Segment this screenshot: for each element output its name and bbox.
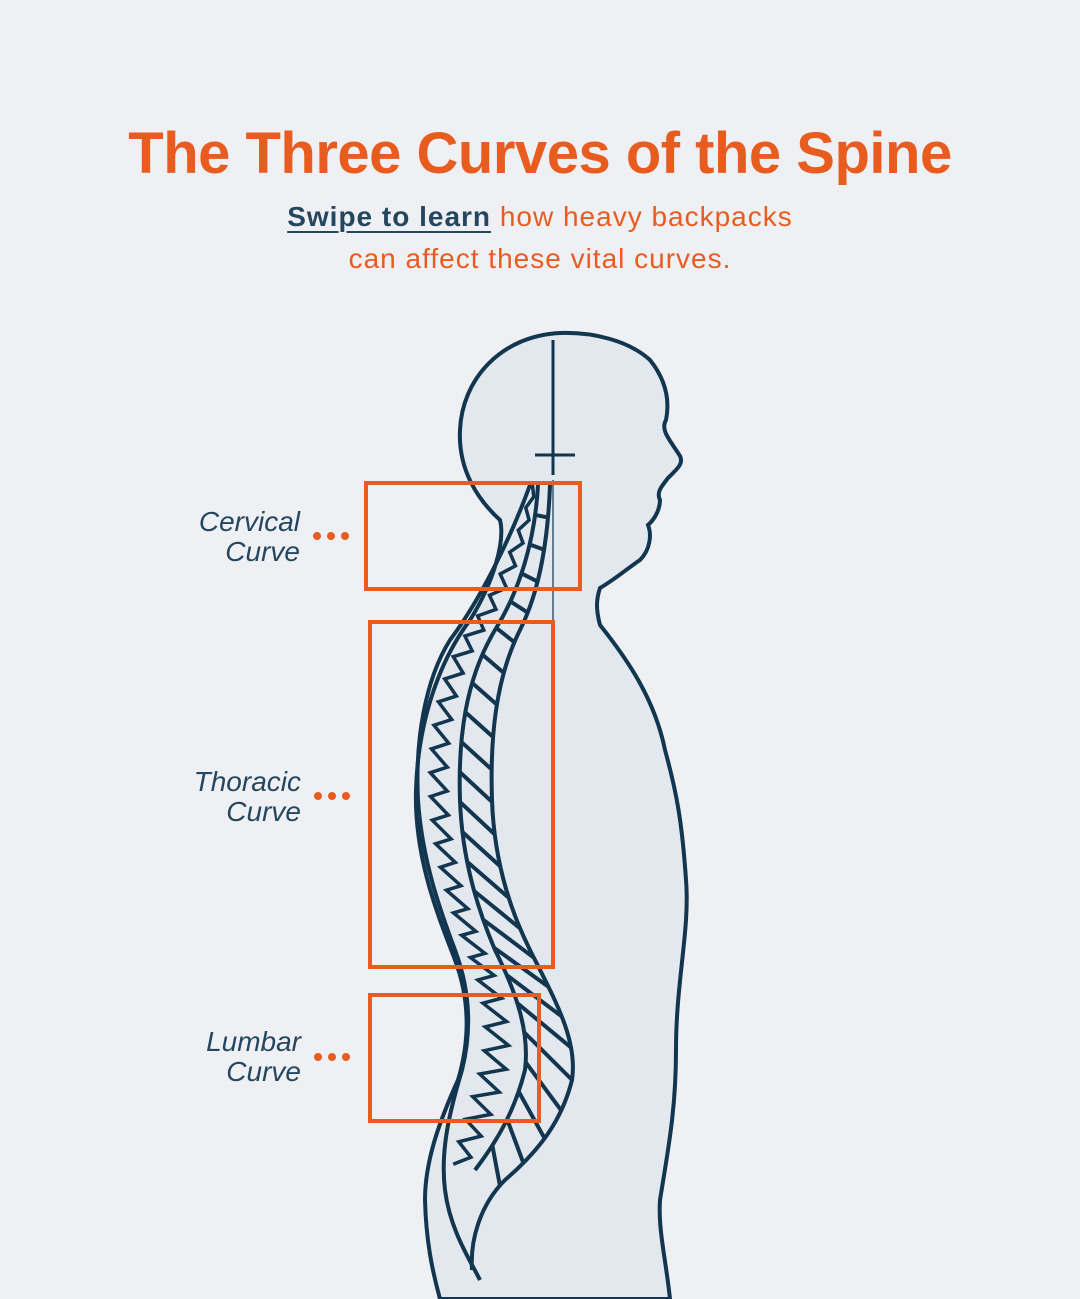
disc-line bbox=[458, 800, 497, 836]
disc-line bbox=[461, 830, 502, 868]
lumbar-dots bbox=[314, 1053, 350, 1061]
disc-line bbox=[520, 571, 539, 584]
cervical-dots bbox=[313, 532, 349, 540]
disc-line bbox=[516, 1090, 547, 1140]
thoracic-label-line2: Curve bbox=[226, 796, 301, 827]
cervical-label-line1: Cervical bbox=[198, 506, 300, 537]
lumbar-curve-label: Lumbar Curve bbox=[101, 1027, 301, 1087]
swipe-to-learn-link[interactable]: Swipe to learn bbox=[287, 201, 492, 232]
disc-line bbox=[460, 740, 493, 771]
disc-line bbox=[458, 770, 494, 804]
lumbar-label-line2: Curve bbox=[226, 1056, 301, 1087]
disc-line bbox=[472, 889, 522, 930]
spinous-processes bbox=[427, 484, 536, 1166]
disc-line bbox=[481, 653, 506, 675]
vertebral-body-back-edge bbox=[457, 484, 540, 1172]
vertebral-body-front-edge bbox=[469, 484, 575, 1271]
disc-line bbox=[522, 1030, 574, 1082]
disc-line bbox=[470, 681, 499, 707]
lumbar-curve-box[interactable] bbox=[368, 993, 541, 1123]
thoracic-curve-label: Thoracic Curve bbox=[101, 767, 301, 827]
disc-line bbox=[516, 1001, 573, 1050]
cervical-label-line2: Curve bbox=[225, 536, 300, 567]
disc-line bbox=[505, 1118, 526, 1164]
subtitle-line1-text: how heavy backpacks bbox=[491, 201, 793, 232]
thoracic-curve-box[interactable] bbox=[368, 620, 555, 969]
cervical-curve-label: Cervical Curve bbox=[100, 507, 300, 567]
thoracic-dots bbox=[314, 792, 350, 800]
subtitle: Swipe to learn how heavy backpacks can a… bbox=[0, 196, 1080, 280]
disc-line bbox=[524, 1061, 563, 1112]
disc-line bbox=[495, 626, 516, 644]
page-title: The Three Curves of the Spine bbox=[128, 121, 952, 186]
disc-line bbox=[490, 1145, 502, 1186]
disc-line bbox=[509, 599, 529, 615]
disc-line bbox=[464, 710, 495, 739]
disc-line bbox=[465, 860, 511, 900]
thoracic-label-line1: Thoracic bbox=[193, 766, 301, 797]
disc-line bbox=[481, 918, 536, 960]
spine-posterior-edge bbox=[415, 484, 532, 1281]
lumbar-label-line1: Lumbar bbox=[206, 1026, 301, 1057]
subtitle-line2-text: can affect these vital curves. bbox=[348, 243, 732, 274]
disc-line bbox=[534, 512, 549, 520]
disc-line bbox=[528, 542, 545, 552]
cervical-curve-box[interactable] bbox=[364, 481, 582, 591]
